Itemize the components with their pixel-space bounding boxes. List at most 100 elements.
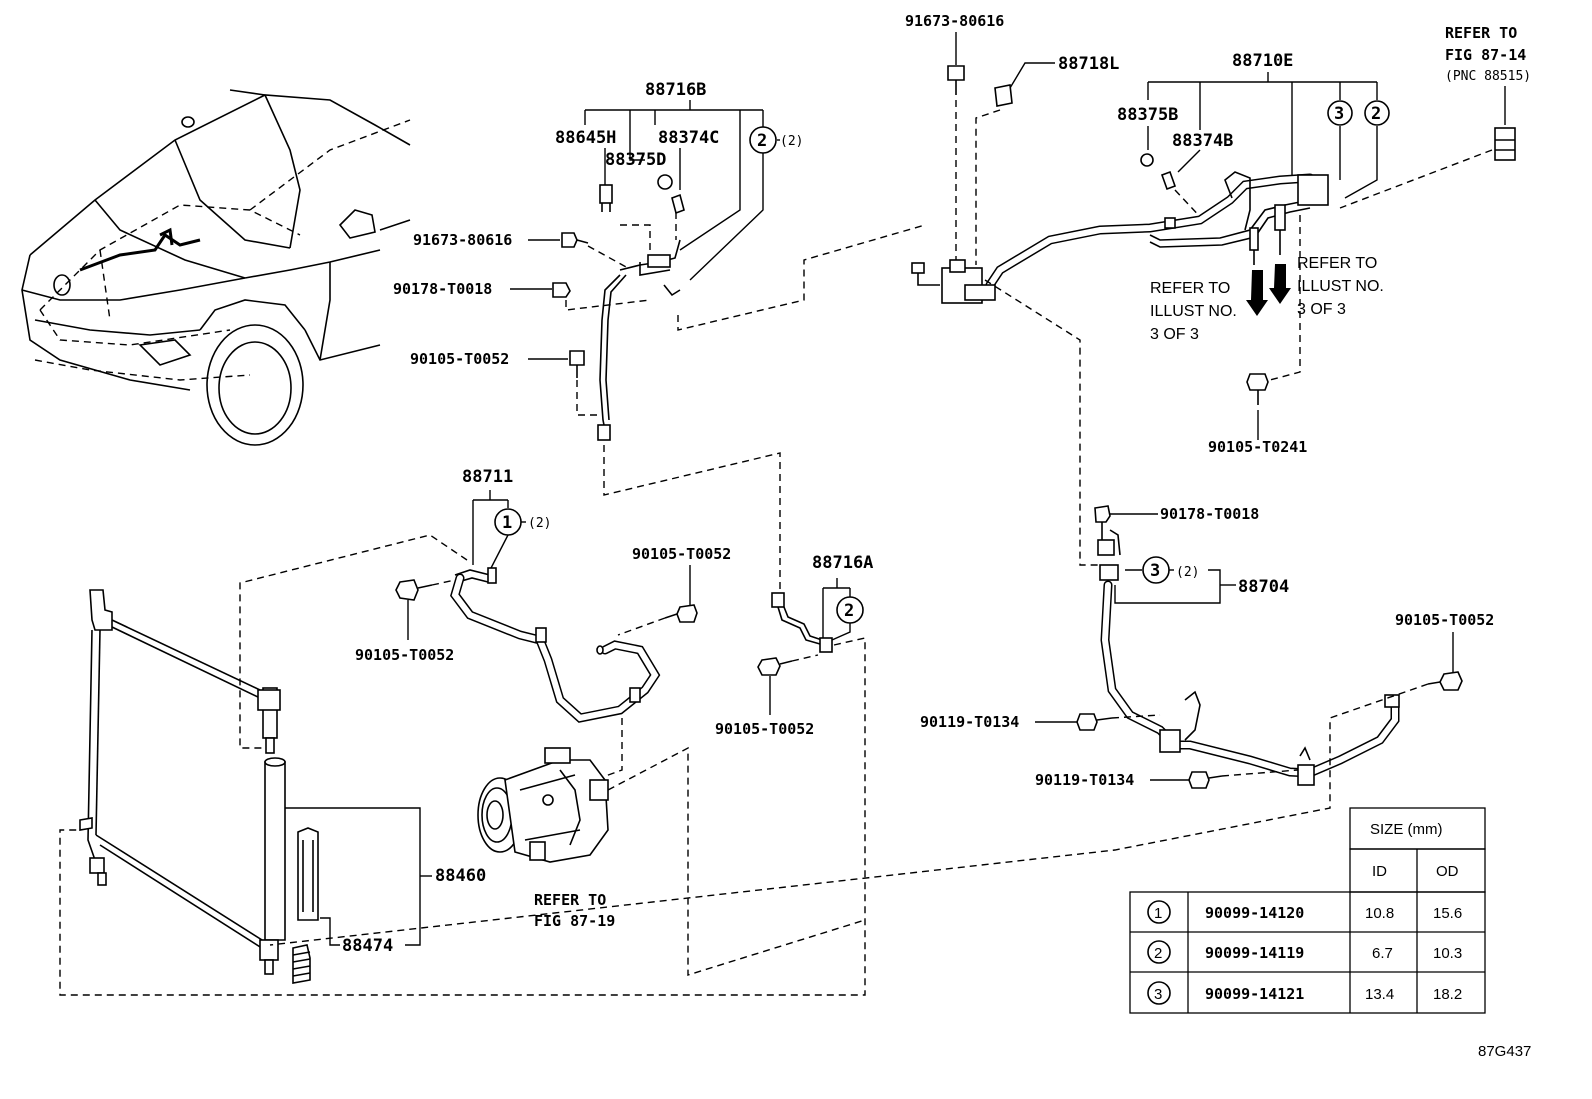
pressure-switch-icon <box>599 184 613 204</box>
ref-87-14-line3: (PNC 88515) <box>1445 69 1531 84</box>
label-88710E: 88710E <box>1232 51 1293 71</box>
bolt-icon <box>569 350 585 366</box>
label-88711: 88711 <box>462 467 513 487</box>
svg-text:3: 3 <box>1150 561 1160 581</box>
fitting-icon <box>1159 729 1181 753</box>
size-row-id: 13.4 <box>1365 986 1394 1003</box>
svg-text:1: 1 <box>1154 905 1162 922</box>
size-row-od: 18.2 <box>1433 986 1462 1003</box>
label-90119-T0134-b: 90119-T0134 <box>1035 771 1134 789</box>
label-88374B: 88374B <box>1172 131 1233 151</box>
assembly-88716B: 88716B 88645H 88374C 88375D 2 (2) 91673-… <box>393 80 926 590</box>
label-88375D: 88375D <box>605 150 666 170</box>
svg-text:2: 2 <box>757 131 767 151</box>
nut-icon <box>1094 505 1111 523</box>
vehicle-illustration <box>21 89 411 446</box>
svg-text:2: 2 <box>1371 104 1381 124</box>
label-90119-T0134-a: 90119-T0134 <box>920 713 1019 731</box>
size-mark-1-icon <box>1147 900 1171 924</box>
ref-87-19-line1: REFER TO <box>534 891 606 909</box>
svg-text:(2): (2) <box>780 134 803 149</box>
svg-text:(2): (2) <box>1176 565 1199 580</box>
size-row-id: 10.8 <box>1365 905 1394 922</box>
assembly-88704: 90178-T0018 3 (2) 88704 90105-T0052 9011… <box>269 505 1494 946</box>
size-table: SIZE (mm) ID OD 1 90099-14120 10.8 15.6 … <box>1129 807 1486 1014</box>
label-90105-T0052-upper: 90105-T0052 <box>410 350 509 368</box>
label-88718L: 88718L <box>1058 54 1119 74</box>
bolt-icon <box>947 65 965 81</box>
label-91673-80616-left: 91673-80616 <box>413 231 512 249</box>
label-88716B: 88716B <box>645 80 706 100</box>
svg-text:2: 2 <box>844 601 854 621</box>
ref-illust-a-line3: 3 OF 3 <box>1150 326 1199 343</box>
size-row-od: 15.6 <box>1433 905 1462 922</box>
label-90178-T0018-right: 90178-T0018 <box>1160 505 1259 523</box>
bolt-icon <box>1076 713 1098 731</box>
cap-icon <box>657 174 673 190</box>
svg-text:3: 3 <box>1154 986 1162 1003</box>
condenser: 88460 88474 <box>79 589 486 984</box>
arrow-down-icon <box>1269 264 1291 304</box>
bolt-icon <box>1246 373 1269 391</box>
size-col-od: OD <box>1436 863 1459 880</box>
assembly-88710E: 91673-80616 88718L 88710E 88375B 88374B … <box>905 12 1531 566</box>
size-mark-2-icon <box>749 126 777 154</box>
arrow-down-icon <box>1246 270 1268 316</box>
label-88460: 88460 <box>435 866 486 886</box>
size-mark-3-icon <box>1147 981 1171 1005</box>
nut-icon <box>552 282 571 298</box>
clip-icon <box>994 84 1013 107</box>
size-mark-2-icon <box>1147 940 1171 964</box>
label-90178-T0018-left: 90178-T0018 <box>393 280 492 298</box>
size-row-part: 90099-14119 <box>1205 944 1304 962</box>
cap-icon <box>1140 153 1154 167</box>
ref-illust-b-line3: 3 OF 3 <box>1297 301 1346 318</box>
assembly-88711: 88711 1 (2) 90105-T0052 90105-T0052 <box>239 467 731 779</box>
valve-core-icon <box>1160 170 1177 191</box>
size-row-part: 90099-14121 <box>1205 985 1304 1003</box>
label-90105-T0052-mid-upper: 90105-T0052 <box>632 545 731 563</box>
valve-core-icon <box>671 193 685 215</box>
figure-id: 87G437 <box>1478 1043 1531 1060</box>
assembly-88716A: 88716A 2 90105-T0052 <box>59 553 873 996</box>
fitting-icon <box>1297 174 1329 206</box>
ref-87-14-line1: REFER TO <box>1445 24 1517 42</box>
bolt-icon <box>1188 771 1210 789</box>
size-mark-2-icon <box>1364 100 1390 126</box>
svg-text:3: 3 <box>1334 104 1344 124</box>
ref-illust-a-line1: REFER TO <box>1150 280 1230 297</box>
bolt-icon <box>676 604 698 623</box>
compressor: REFER TO FIG 87-19 <box>477 746 866 976</box>
size-mark-3-icon <box>1327 100 1353 126</box>
label-88374C: 88374C <box>658 128 719 148</box>
service-valve-icon <box>1494 127 1516 161</box>
label-88375B: 88375B <box>1117 105 1178 125</box>
ref-illust-a-line2: ILLUST NO. <box>1150 303 1237 320</box>
ref-illust-b-line1: REFER TO <box>1297 255 1377 272</box>
label-88704: 88704 <box>1238 577 1289 597</box>
svg-text:(2): (2) <box>528 516 551 531</box>
svg-text:2: 2 <box>1154 945 1162 962</box>
size-row-id: 6.7 <box>1372 945 1393 962</box>
label-91673-80616-top: 91673-80616 <box>905 12 1004 30</box>
fitting-icon <box>819 637 833 653</box>
size-col-id: ID <box>1372 863 1387 880</box>
size-row-part: 90099-14120 <box>1205 904 1304 922</box>
label-88716A: 88716A <box>812 553 873 573</box>
label-90105-T0241: 90105-T0241 <box>1208 438 1307 456</box>
ref-illust-b-line2: ILLUST NO. <box>1297 278 1384 295</box>
ref-87-19-line2: FIG 87-19 <box>534 912 615 930</box>
bolt-icon <box>561 232 578 248</box>
size-row-od: 10.3 <box>1433 945 1462 962</box>
bolt-icon <box>395 579 419 601</box>
label-88474: 88474 <box>342 936 393 956</box>
label-90105-T0052-right: 90105-T0052 <box>1395 611 1494 629</box>
label-88645H: 88645H <box>555 128 616 148</box>
bolt-icon <box>1439 671 1463 691</box>
ref-87-14-line2: FIG 87-14 <box>1445 46 1526 64</box>
size-header: SIZE (mm) <box>1370 821 1443 838</box>
svg-text:1: 1 <box>502 513 512 533</box>
fitting-icon <box>597 424 611 441</box>
label-90105-T0052-left-low: 90105-T0052 <box>355 646 454 664</box>
